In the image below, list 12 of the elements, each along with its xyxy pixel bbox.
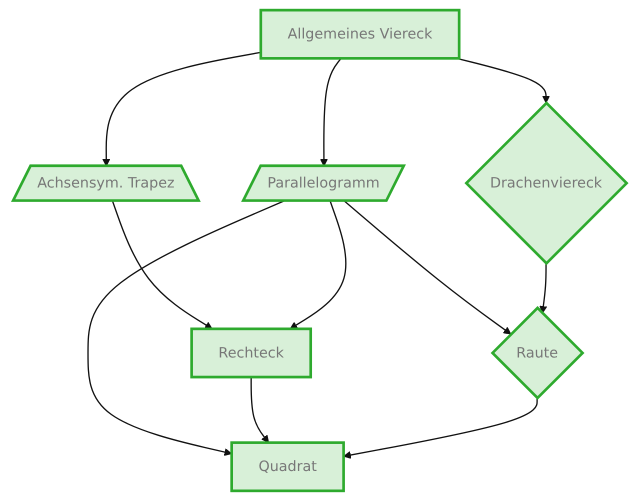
node-diamond: Raute <box>490 306 585 400</box>
node-box: Allgemeines Viereck <box>260 8 461 60</box>
arrow <box>250 377 270 443</box>
node-box: Rechteck <box>190 328 312 378</box>
node-diamond: Drachenviereck <box>464 101 629 266</box>
arrow <box>343 398 538 459</box>
arrow <box>540 263 548 314</box>
node-box: Quadrat <box>230 441 346 492</box>
arrow <box>290 200 347 330</box>
arrow <box>456 58 550 104</box>
arrow <box>344 200 512 334</box>
arrow <box>112 200 213 330</box>
